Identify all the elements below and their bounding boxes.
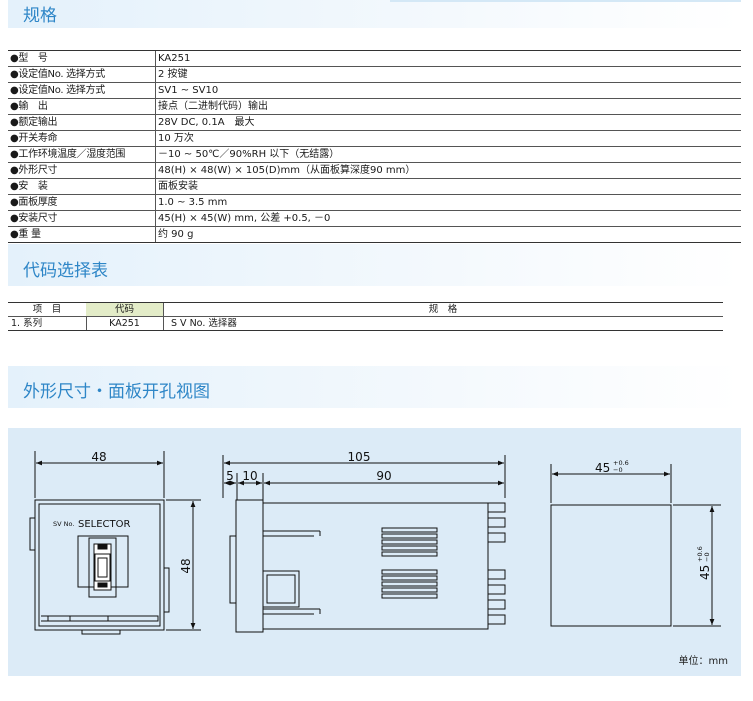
cutout-height-tol-plus: +0.6 [696,546,704,562]
drawing-section-header: 外形尺寸・面板开孔视图 [8,366,741,408]
side-d2-dim: 10 [242,469,257,483]
cell-item: 1. 系列 [11,318,43,329]
spec-row: ●型 号 KA251 [8,51,741,67]
spec-row: ●额定输出 28V DC, 0.1A 最大 [8,115,741,131]
spec-value: 2 按键 [158,69,188,80]
header-item: 项 目 [32,304,62,315]
spec-row: ●工作环境温度／湿度范围 －10 ~ 50℃／90%RH 以下（无结露） [8,147,741,163]
spec-value: 45(H) × 45(W) mm, 公差 +0.5, －0 [158,213,331,224]
spec-key: ●安 装 [10,181,48,192]
cutout-width-tol-minus: −0 [613,466,623,474]
spec-key: ●输 出 [10,101,48,112]
spec-row: ●外形尺寸 48(H) × 48(W) × 105(D)mm（从面板算深度90 m… [8,163,741,179]
spec-key: ●额定输出 [10,117,58,128]
cutout-width-tol-plus: +0.6 [613,459,629,467]
spec-value: 面板安装 [158,181,198,192]
front-width-dim: 48 [91,450,106,464]
spec-row: ●设定值No. 选择方式 SV1 ~ SV10 [8,83,741,99]
spec-row: ●面板厚度 1.0 ~ 3.5 mm [8,195,741,211]
side-depth-dim: 90 [376,469,391,483]
header-rule [390,0,741,2]
spec-key: ●设定值No. 选择方式 [10,85,105,96]
device-label-small: SV No. [53,520,74,528]
spec-key: ●重 量 [10,229,41,240]
table-row: 1. 系列 KA251 S V No. 选择器 [8,317,723,330]
cutout-height-dim: 45 [698,565,712,580]
drawing-svg: 48 48 SV No. SELECTOR 105 5 10 90 45 +0.… [29,450,721,635]
device-label: SELECTOR [78,519,131,530]
drawing-section-title: 外形尺寸・面板开孔视图 [23,382,210,402]
spec-row: ●安 装 面板安装 [8,179,741,195]
cutout-height-tol-minus: −0 [703,552,711,562]
header-spec: 规 格 [428,304,458,315]
spec-value: SV1 ~ SV10 [158,85,219,96]
code-section-title: 代码选择表 [23,261,108,281]
cell-spec: S V No. 选择器 [171,318,237,329]
side-total-dim: 105 [348,450,371,464]
spec-value: 48(H) × 48(W) × 105(D)mm（从面板算深度90 mm） [158,165,416,176]
code-table: 项 目 代码 规 格 1. 系列 KA251 S V No. 选择器 [8,302,723,331]
spec-key: ●设定值No. 选择方式 [10,69,105,80]
side-d1-dim: 5 [226,469,234,483]
spec-section-title: 规格 [23,6,57,26]
spec-key: ●面板厚度 [10,197,58,208]
spec-value: 1.0 ~ 3.5 mm [158,197,228,208]
spec-value: 10 万次 [158,133,194,144]
header-code: 代码 [86,303,163,316]
spec-table: ●型 号 KA251 ●设定值No. 选择方式 2 按键 ●设定值No. 选择方式 S… [8,50,741,243]
spec-row: ●输 出 接点（二进制代码）输出 [8,99,741,115]
unit-label: 单位：mm [678,656,728,667]
front-height-dim: 48 [179,558,193,573]
cutout-height-dim-group: 45 +0.6 −0 [696,546,712,580]
cell-code: KA251 [109,318,140,329]
spec-key: ●开关寿命 [10,133,58,144]
spec-value: －10 ~ 50℃／90%RH 以下（无结露） [158,149,340,160]
spec-key: ●工作环境温度／湿度范围 [10,149,126,160]
dimension-drawing: 48 48 SV No. SELECTOR 105 5 10 90 45 +0.… [8,428,741,676]
spec-key: ●型 号 [10,53,48,64]
spec-row: ●设定值No. 选择方式 2 按键 [8,67,741,83]
spec-row: ●开关寿命 10 万次 [8,131,741,147]
code-table-header: 项 目 代码 规 格 [8,303,723,317]
spec-row: ●重 量 约 90 g [8,227,741,242]
spec-value: 28V DC, 0.1A 最大 [158,117,255,128]
spec-value: KA251 [158,53,191,64]
cutout-width-dim: 45 [595,461,610,475]
spec-key: ●安装尺寸 [10,213,58,224]
spec-value: 约 90 g [158,229,194,240]
spec-value: 接点（二进制代码）输出 [158,101,268,112]
code-section-header: 代码选择表 [8,244,741,286]
spec-key: ●外形尺寸 [10,165,58,176]
spec-row: ●安装尺寸 45(H) × 45(W) mm, 公差 +0.5, －0 [8,211,741,227]
spec-section-header: 规格 [8,0,741,28]
